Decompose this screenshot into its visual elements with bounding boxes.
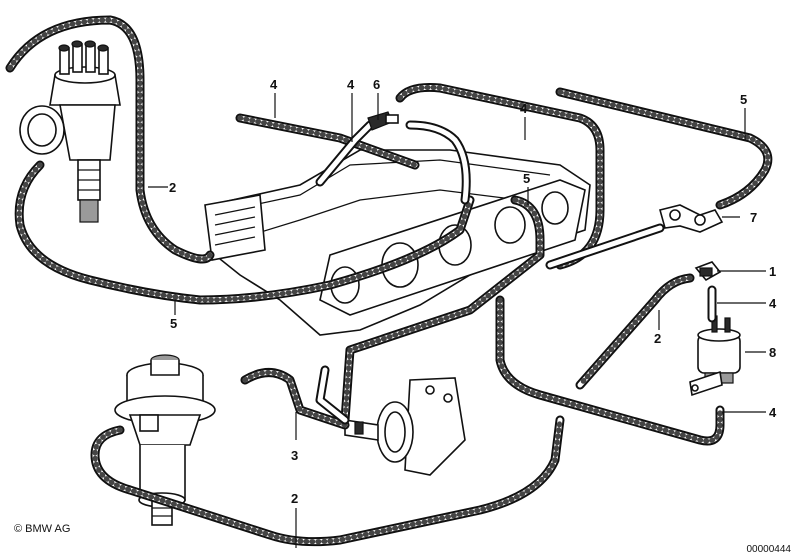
- solenoid-valve: [689, 315, 741, 397]
- callout-8: 8: [769, 345, 776, 360]
- callout-2-bottom: 2: [291, 491, 298, 506]
- distributor: [19, 40, 121, 223]
- hoses: [5, 15, 773, 547]
- callout-5-left: 5: [170, 316, 177, 331]
- callout-5-mid: 5: [523, 171, 530, 186]
- hose-clip: [659, 204, 724, 233]
- callout-1: 1: [769, 264, 776, 279]
- callout-4-mid: 4: [520, 101, 528, 116]
- callout-3: 3: [291, 448, 298, 463]
- vacuum-diaphragm-unit: [344, 377, 466, 476]
- callout-4-top-mid: 4: [347, 77, 355, 92]
- check-valve: [694, 261, 722, 282]
- callout-4-right: 4: [769, 296, 777, 311]
- diagram-id: 00000444: [746, 544, 792, 555]
- callout-leaders: [148, 93, 766, 548]
- callout-6: 6: [373, 77, 380, 92]
- air-pump-valve: [114, 354, 216, 526]
- intake-manifold: [204, 149, 591, 336]
- callout-labels: 2 4 4 6 4 5 5 7 1 4 2 8 4 5 3 2: [169, 77, 777, 506]
- t-connector: [367, 111, 399, 131]
- callout-4-bottom-right: 4: [769, 405, 777, 420]
- callout-5-top-right: 5: [740, 92, 747, 107]
- callout-2-left: 2: [169, 180, 176, 195]
- copyright-notice: © BMW AG: [14, 523, 71, 535]
- callout-7: 7: [750, 210, 757, 225]
- callout-4-top-left: 4: [270, 77, 278, 92]
- callout-2-right: 2: [654, 331, 661, 346]
